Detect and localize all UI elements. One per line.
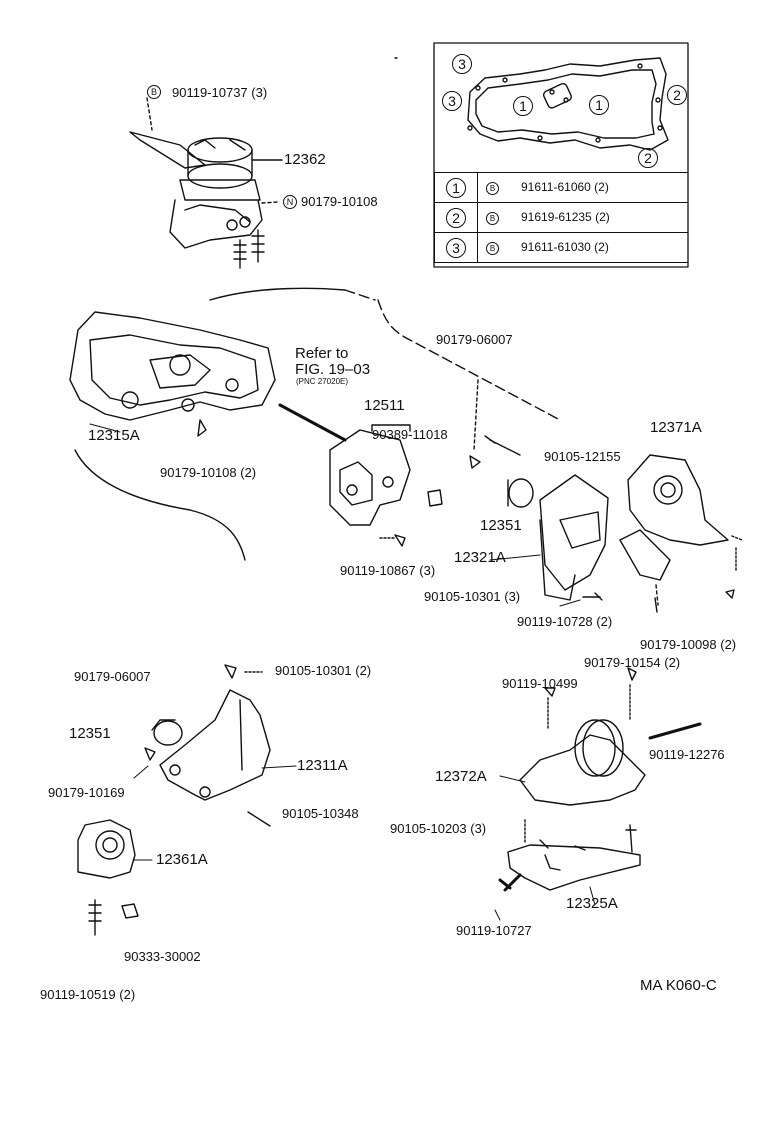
callout-marker-1: 1 <box>513 96 533 116</box>
bracket-12511 <box>329 424 443 547</box>
part-label: 90105-10203 (3) <box>390 821 487 836</box>
part-label: 90105-10348 <box>282 806 359 821</box>
part-label: 90179-10098 (2) <box>640 637 737 652</box>
bolt-type-b-icon: B <box>147 85 161 99</box>
engine-mount-12361A <box>77 819 139 936</box>
callout-marker-1: 1 <box>446 177 466 198</box>
part-label: 90179-10154 (2) <box>584 655 681 670</box>
part-number: 91611-61030 (2) <box>521 240 609 255</box>
part-label: 90105-10301 (3) <box>424 589 521 604</box>
callout-marker-2: 2 <box>638 148 658 168</box>
engine-mount-12371A <box>619 454 743 606</box>
table-row: 3 B 91611-61030 (2) <box>434 232 688 263</box>
diagram-code: MA K060-C <box>640 977 717 994</box>
part-label: 12325A <box>566 895 618 912</box>
bracket-12311A <box>144 664 271 827</box>
bolt-type-b-icon: B <box>486 211 499 225</box>
part-label: 12311A <box>297 757 348 774</box>
part-label: 90119-10867 (3) <box>340 563 436 578</box>
part-label: 90179-10169 <box>48 785 125 800</box>
part-label: 90105-10301 (2) <box>275 663 372 678</box>
bolt-type-b-icon: B <box>486 181 499 195</box>
bolt-type-b-icon: B <box>486 241 499 255</box>
table-row: 2 B 91619-61235 (2) <box>434 202 688 233</box>
part-label: 12351 <box>480 517 522 534</box>
part-label: 12362 <box>284 151 326 168</box>
part-label: 12511 <box>364 397 405 414</box>
engine-mount-12362 <box>129 97 283 269</box>
refer-note: (PNC 27020E) <box>296 377 349 386</box>
callout-marker-2: 2 <box>667 85 687 105</box>
part-label: 90333-30002 <box>124 949 201 964</box>
transmission-case-12315A <box>69 287 561 561</box>
nut-type-n-icon: N <box>283 195 297 209</box>
gasket-inset-box <box>394 42 689 268</box>
part-label: 90105-12155 <box>544 449 621 464</box>
callout-marker-1: 1 <box>589 95 609 115</box>
part-number: 91611-61060 (2) <box>521 180 609 195</box>
part-number: 91619-61235 (2) <box>521 210 610 225</box>
part-label: 90179-10108 <box>301 194 378 209</box>
part-label: 90119-10728 (2) <box>517 614 613 629</box>
part-label: 12321A <box>454 549 506 566</box>
part-label: 90179-06007 <box>436 332 513 347</box>
bracket-12325A <box>498 819 641 892</box>
callout-marker-2: 2 <box>446 207 466 228</box>
part-label: 90179-10108 (2) <box>160 465 257 480</box>
engine-mount-12372A <box>519 667 702 806</box>
part-label: 90119-10727 <box>456 923 532 938</box>
bracket-12321A <box>469 379 658 613</box>
part-label: 90119-10737 (3) <box>172 85 268 100</box>
part-label: 12351 <box>69 725 111 742</box>
fastener-table: 1 B 91611-61060 (2) 2 B 91619-61235 (2) 3 … <box>434 172 688 263</box>
refer-note: Refer to <box>295 345 349 362</box>
part-label: 90119-10519 (2) <box>40 987 136 1002</box>
part-label: 90389-11018 <box>372 427 448 442</box>
refer-note: FIG. 19–03 <box>295 361 371 378</box>
callout-marker-3: 3 <box>446 237 466 258</box>
table-row: 1 B 91611-61060 (2) <box>434 172 688 203</box>
part-label: 12361A <box>156 851 208 868</box>
leader-lines <box>89 423 596 921</box>
part-label: 12371A <box>650 419 702 436</box>
callout-marker-3: 3 <box>452 54 472 74</box>
part-label: 90119-12276 <box>649 747 725 762</box>
part-label: 90179-06007 <box>74 669 151 684</box>
callout-marker-3: 3 <box>442 91 462 111</box>
part-label: 12315A <box>88 427 140 444</box>
part-label: 12372A <box>435 768 487 785</box>
part-label: 90119-10499 <box>502 676 578 691</box>
